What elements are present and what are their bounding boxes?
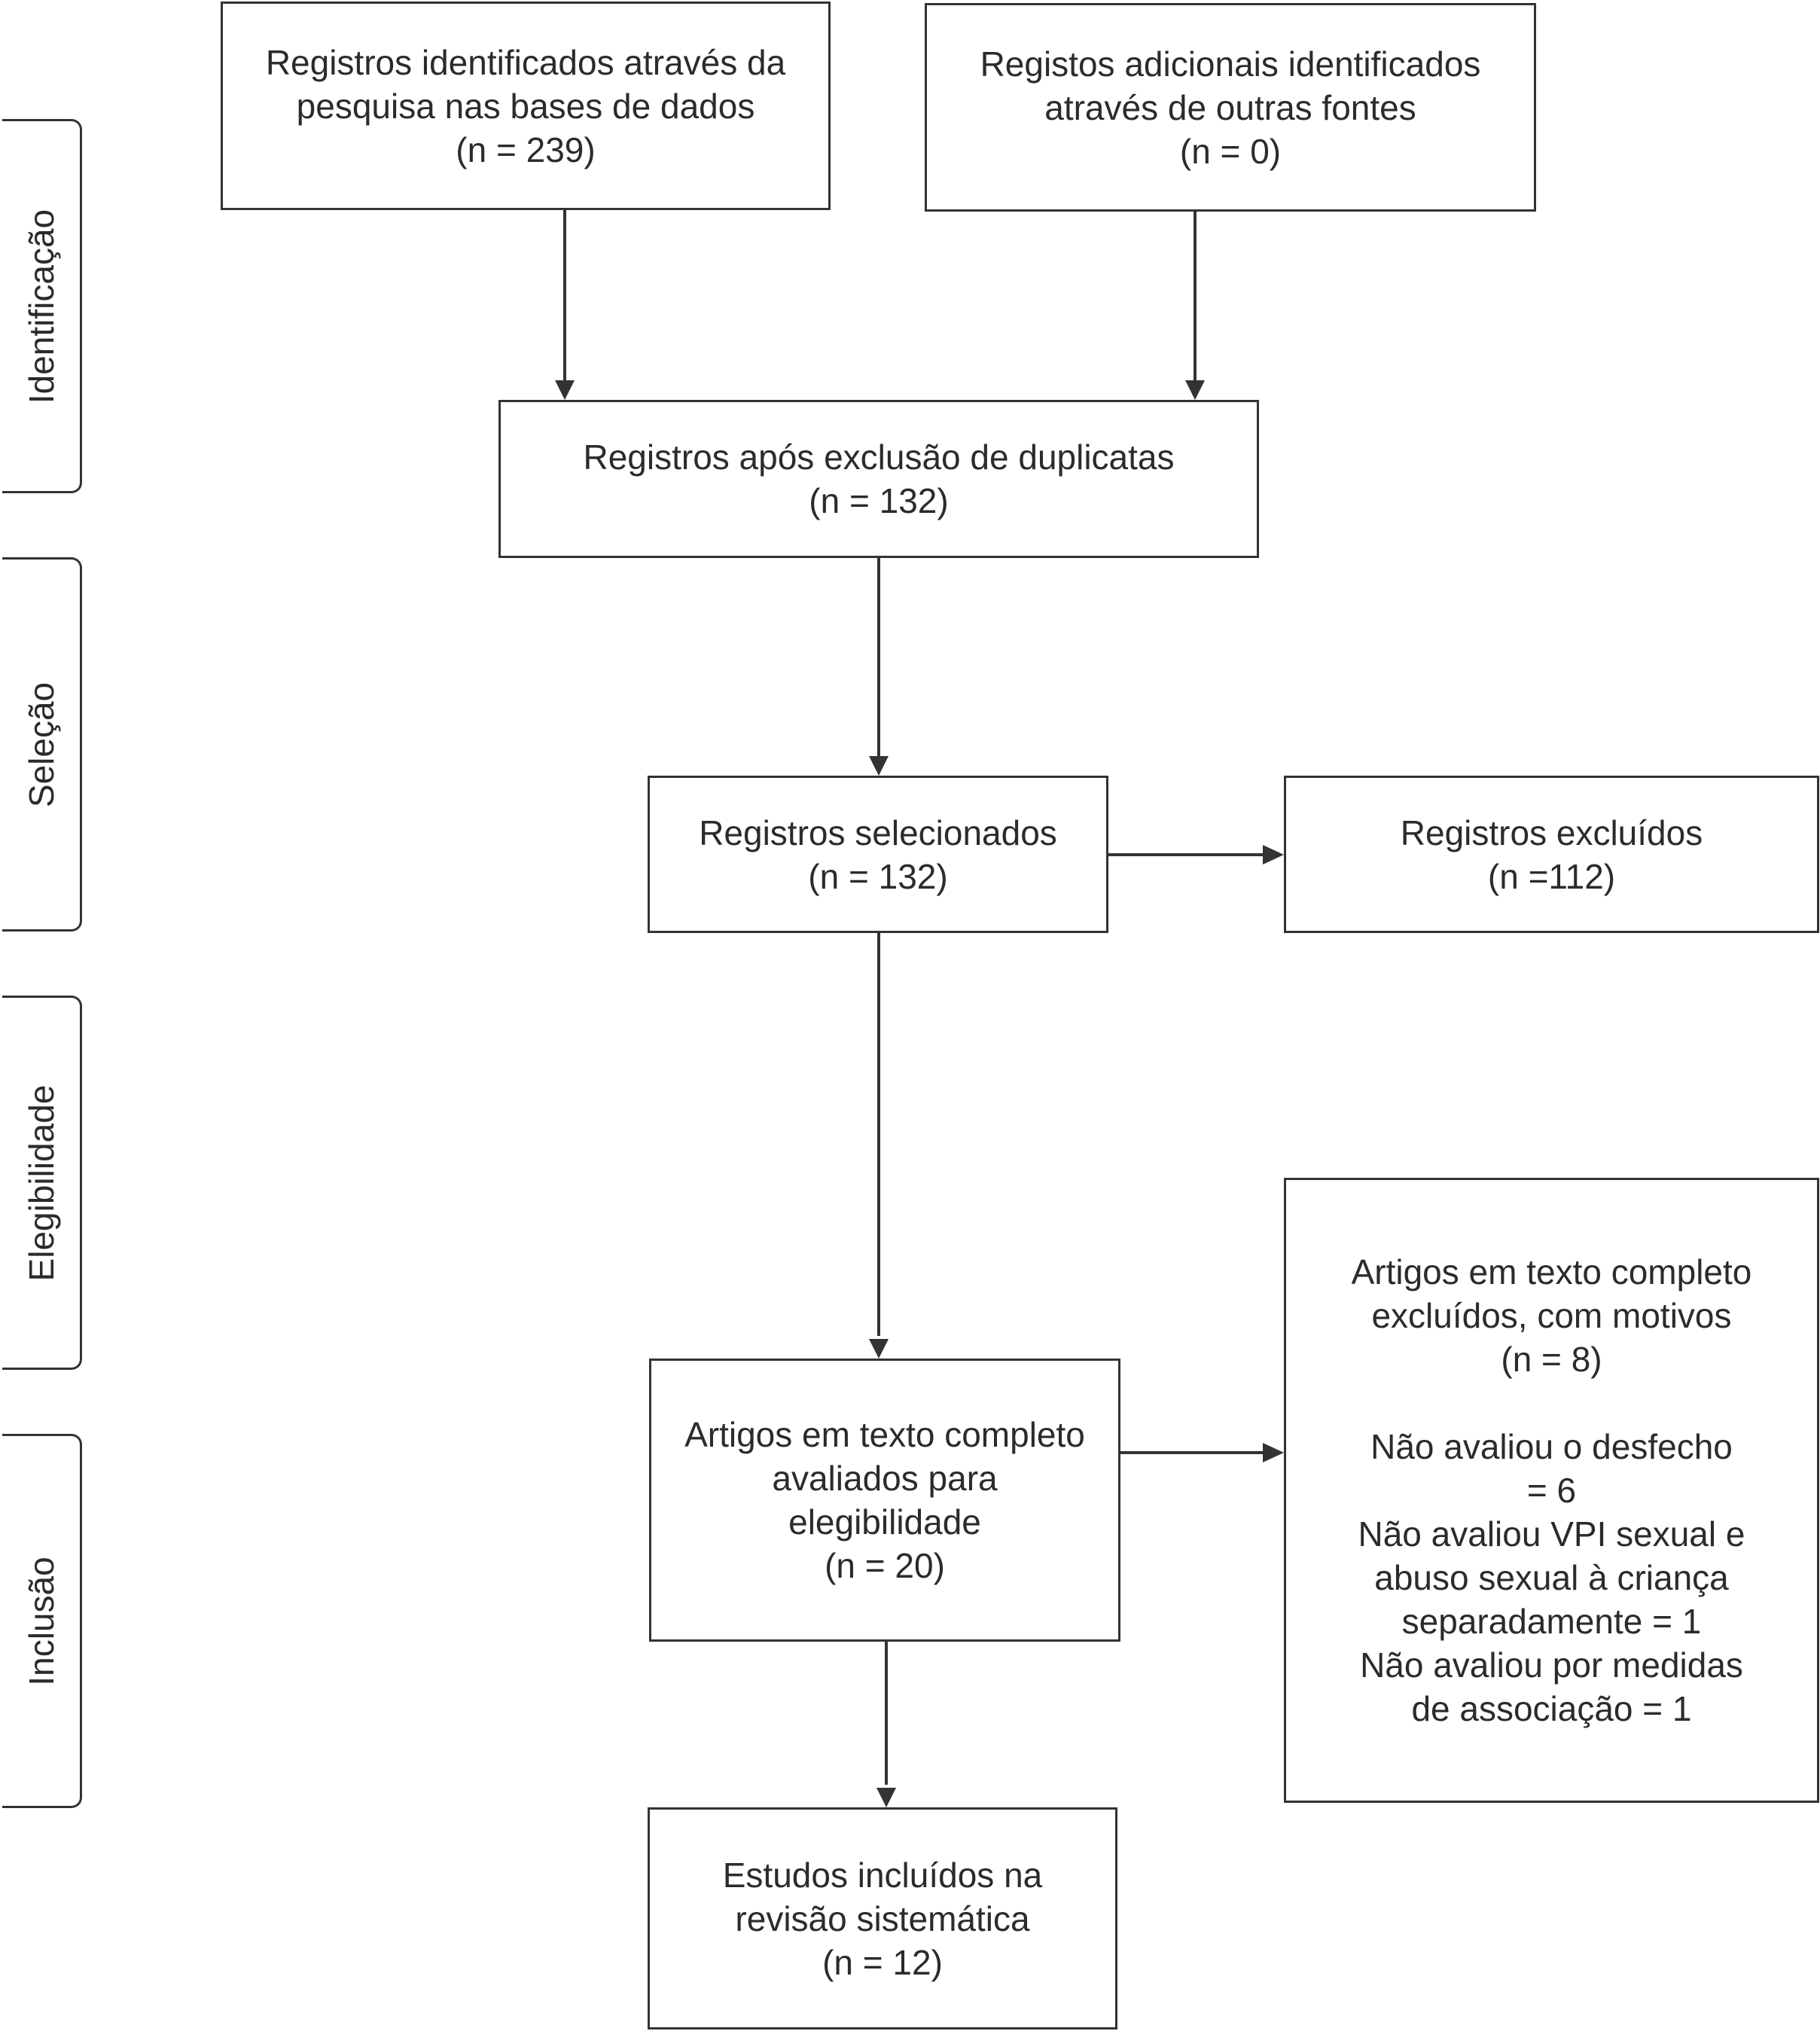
arrowhead-icon (876, 1788, 896, 1807)
box-excluded-text: Registros excluídos (n =112) (1400, 813, 1703, 896)
arrowhead-icon (555, 380, 575, 400)
arrowhead-icon (869, 756, 889, 776)
text-spacer (1352, 1381, 1752, 1425)
stage-inclusion: Inclusão (2, 1434, 82, 1808)
stage-identification: Identificação (2, 119, 82, 493)
arrowhead-icon (1185, 380, 1205, 400)
box-fulltext-excluded-text: Artigos em texto completo excluídos, com… (1351, 1252, 1752, 1728)
box-additional-records: Registos adicionais identificados atravé… (925, 3, 1536, 212)
box-fulltext-assessed-text: Artigos em texto completo avaliados para… (684, 1415, 1085, 1585)
box-excluded: Registros excluídos (n =112) (1284, 776, 1819, 933)
stage-selection: Seleção (2, 557, 82, 932)
stage-selection-label: Seleção (21, 682, 61, 807)
box-fulltext-excluded: Artigos em texto completo excluídos, com… (1284, 1178, 1819, 1803)
box-after-duplicates-text: Registros após exclusão de duplicatas (n… (583, 438, 1175, 520)
stage-inclusion-label: Inclusão (21, 1556, 61, 1686)
box-screened: Registros selecionados (n = 132) (648, 776, 1108, 933)
box-included-text: Estudos incluídos na revisão sistemática… (722, 1855, 1043, 1982)
box-additional-records-text: Registos adicionais identificados atravé… (980, 44, 1481, 171)
box-included: Estudos incluídos na revisão sistemática… (648, 1807, 1117, 2029)
stage-identification-label: Identificação (21, 209, 61, 404)
box-fulltext-assessed: Artigos em texto completo avaliados para… (649, 1359, 1120, 1642)
box-database-records-text: Registros identificados através da pesqu… (265, 42, 786, 169)
stage-eligibility-label: Elegibilidade (21, 1084, 61, 1281)
arrowhead-icon (1263, 845, 1284, 865)
stage-eligibility: Elegibilidade (2, 996, 82, 1370)
box-screened-text: Registros selecionados (n = 132) (699, 813, 1057, 896)
arrowhead-icon (1263, 1443, 1284, 1462)
box-database-records: Registros identificados através da pesqu… (221, 2, 831, 210)
arrowhead-icon (869, 1339, 889, 1359)
box-after-duplicates: Registros após exclusão de duplicatas (n… (498, 400, 1259, 558)
